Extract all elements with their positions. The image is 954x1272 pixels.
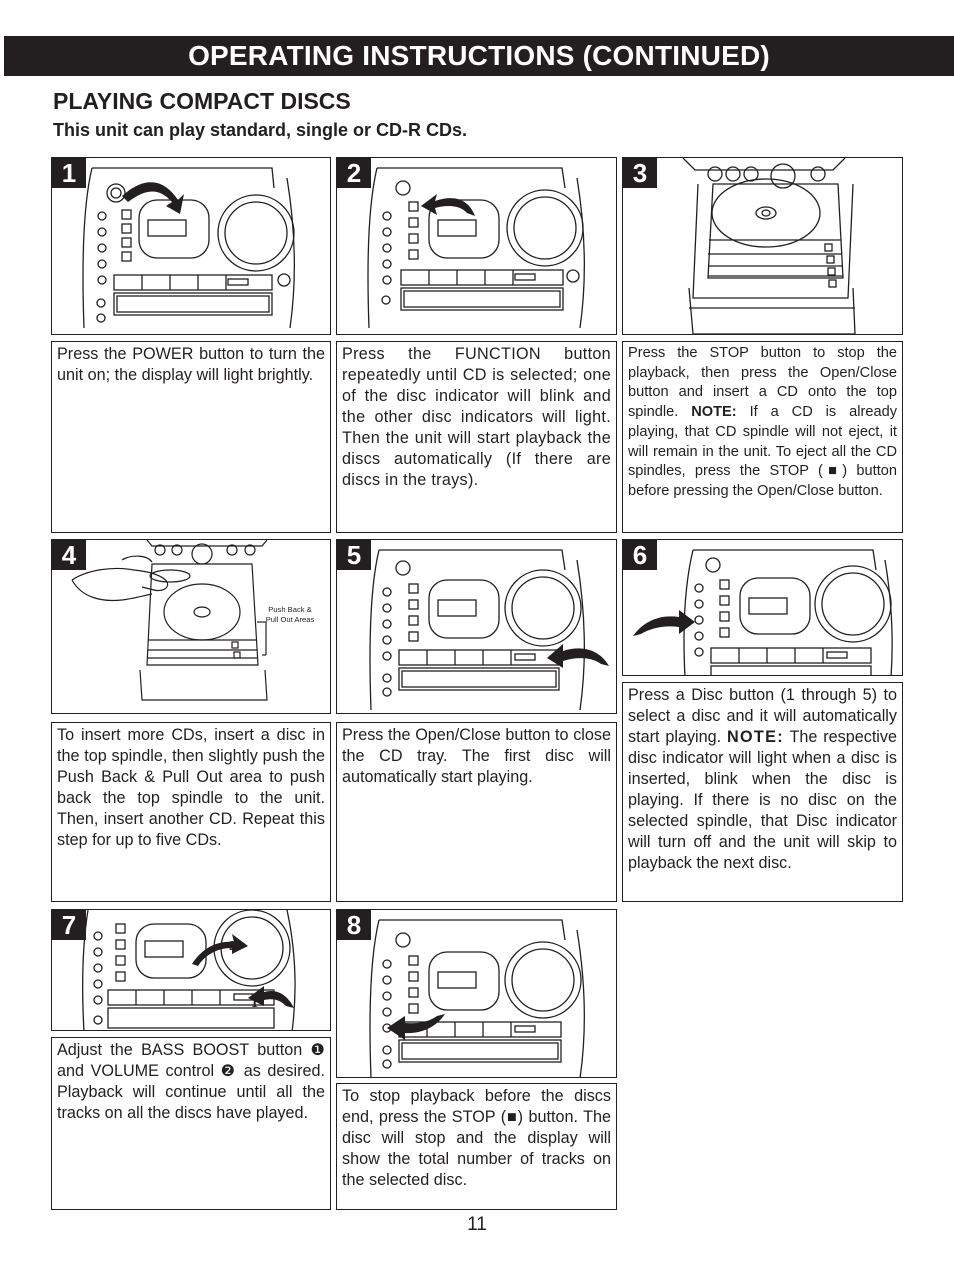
step-3-illustration: 3 [622, 157, 903, 335]
step-7-marker-1: 1 [251, 996, 258, 1011]
step-7-text-box: Adjust the BASS BOOST button ❶ and VOLUM… [51, 1037, 331, 1210]
step-2-illustration: 2 [336, 157, 617, 335]
step-4-text-box: To insert more CDs, insert a disc in the… [51, 722, 331, 902]
step-6-illustration: 6 [622, 539, 903, 676]
step-3-text: Press the STOP button to stop the playba… [628, 345, 897, 421]
step-2-number: 2 [337, 158, 371, 188]
step-1-illustration: 1 [51, 157, 331, 335]
step-1-text-box: Press the POWER button to turn the unit … [51, 341, 331, 533]
step-4-callout-line1: Push Back & [268, 605, 311, 614]
step-4-illustration: 4 Push Back & Pull Out Areas [51, 539, 331, 714]
section-subtitle: This unit can play standard, single or C… [53, 120, 468, 140]
step-8-text: To stop playback before the discs end, p… [342, 1087, 611, 1189]
page-header-title: OPERATING INSTRUCTIONS (CONTINUED) [188, 40, 770, 71]
section-title: PLAYING COMPACT DISCS [53, 88, 351, 114]
step-3-note-text: If a CD is already playing, that CD spin… [628, 404, 897, 499]
step-2-text: Press the FUNCTION button repeatedly unt… [342, 345, 611, 489]
step-2-text-box: Press the FUNCTION button repeatedly unt… [336, 341, 617, 533]
step-8-text-box: To stop playback before the discs end, p… [336, 1083, 617, 1210]
step-4-callout-line2: Pull Out Areas [266, 615, 315, 624]
step-3-number: 3 [623, 158, 657, 188]
step-3-note-label: NOTE: [691, 404, 737, 421]
step-8-illustration: 8 [336, 909, 617, 1078]
page-number: 11 [467, 1214, 487, 1235]
step-5-text: Press the Open/Close button to close the… [342, 726, 611, 786]
step-7-text: Adjust the BASS BOOST button ❶ and VOLUM… [57, 1041, 325, 1122]
step-4-text: To insert more CDs, insert a disc in the… [57, 726, 325, 849]
step-6-text-box: Press a Disc button (1 through 5) to sel… [622, 682, 903, 902]
step-5-number: 5 [337, 540, 371, 570]
step-7-number: 7 [52, 910, 86, 940]
step-5-illustration: 5 [336, 539, 617, 714]
step-8-number: 8 [337, 910, 371, 940]
step-7-marker-2: 2 [229, 939, 236, 954]
step-7-illustration: 7 2 1 [51, 909, 331, 1031]
step-1-text: Press the POWER button to turn the unit … [57, 345, 325, 384]
step-4-number: 4 [52, 540, 86, 570]
step-6-text: Press a Disc button (1 through 5) to sel… [628, 686, 897, 746]
step-6-number: 6 [623, 540, 657, 570]
step-6-note-label: NOTE: [727, 728, 784, 746]
step-1-number: 1 [52, 158, 86, 188]
page-header: OPERATING INSTRUCTIONS (CONTINUED) [4, 36, 954, 76]
step-6-note-text: The respective disc indicator will light… [628, 728, 898, 872]
step-3-text-box: Press the STOP button to stop the playba… [622, 341, 903, 533]
step-5-text-box: Press the Open/Close button to close the… [336, 722, 617, 902]
